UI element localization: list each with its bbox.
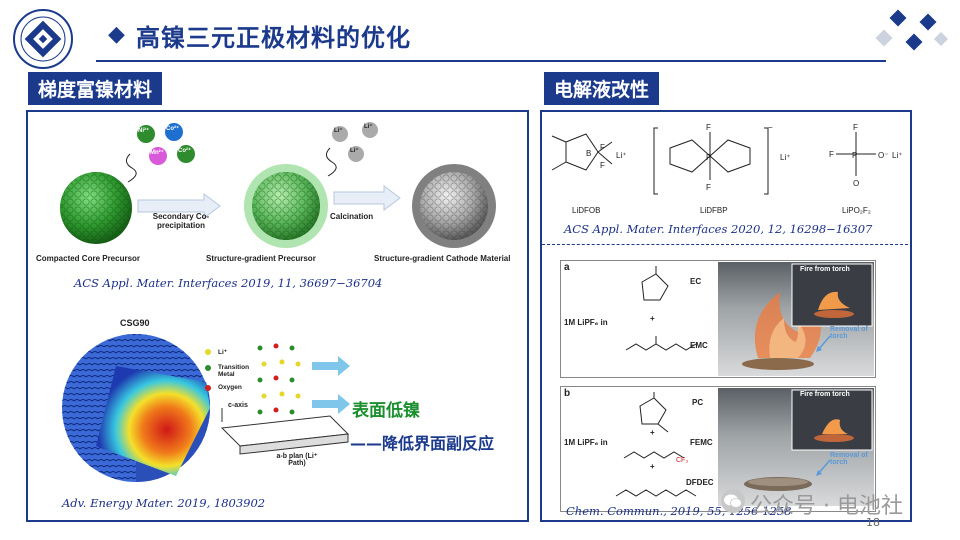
lidfob-structure (551, 133, 613, 171)
li-label-1: Li⁺ (334, 128, 343, 134)
caption-core-precursor: Compacted Core Precursor (36, 254, 141, 263)
svg-text:CF₃: CF₃ (676, 457, 688, 464)
li-ion-3 (348, 146, 364, 162)
svg-text:−: − (768, 123, 773, 132)
li-ion (332, 126, 348, 142)
salt-name-lidfob: LiDFOB (572, 206, 601, 215)
lattice-diagram (205, 343, 350, 455)
svg-text:Li⁺: Li⁺ (892, 151, 902, 160)
panel-b-removal-label: Removal of torch (830, 452, 868, 466)
panel-b-plus-2: + (650, 462, 655, 471)
li-ion-2 (362, 122, 378, 138)
mn-ion (149, 147, 167, 165)
page-number: 18 (866, 516, 880, 529)
svg-text:F: F (706, 123, 711, 132)
li-label-3: Li⁺ (350, 148, 359, 154)
panel-a-structures (625, 266, 697, 351)
panel-b-salt-label: 1M LiPF₆ in (564, 438, 608, 447)
left-section-label: 梯度富镍材料 (28, 72, 163, 105)
salt-structures: F F B Li⁺ F F P − Li⁺ F O F P O⁻ Li⁺ (551, 123, 902, 195)
watermark-text: 公众号 · 电池社 (750, 494, 903, 519)
legend-li: Li⁺ (218, 349, 228, 356)
panel-b-plus-1: + (650, 428, 655, 437)
panel-a-solvent-ec: EC (690, 277, 702, 286)
svg-text:P: P (852, 151, 857, 160)
svg-text:F: F (853, 123, 858, 132)
svg-text:Li⁺: Li⁺ (616, 151, 626, 160)
panel-b-structures: CF₃ (615, 392, 697, 497)
co-ion-2 (177, 145, 195, 163)
right-section-label: 电解液改性 (544, 72, 660, 105)
salt-name-lidfbp: LiDFBP (700, 206, 728, 215)
section-divider (542, 244, 908, 245)
ni-ion (137, 125, 155, 143)
salt-name-lipo2f2: LiPO₂F₂ (842, 206, 871, 215)
reference-top-right: ACS Appl. Mater. Interfaces 2020, 12, 16… (564, 222, 873, 236)
ion-label-ni: Ni²⁺ (138, 128, 150, 134)
svg-text:O: O (853, 179, 859, 188)
svg-text:F: F (600, 143, 605, 152)
ion-label-co-2: Co²⁺ (178, 148, 192, 154)
panel-a-tag: a (564, 262, 570, 273)
svg-text:F: F (600, 161, 605, 170)
process-arrow-1 (137, 193, 221, 219)
li-label-2: Li⁺ (364, 124, 373, 130)
lipo2f2-structure (836, 132, 876, 176)
step-label-calcination: Calcination (330, 212, 374, 221)
title-diamond-icon: ◆ (108, 22, 125, 47)
panel-a-solvent-emc: EMC (690, 341, 708, 350)
reduce-side-reaction-text: ——降低界面副反应 (350, 434, 495, 453)
svg-text:F: F (829, 150, 834, 159)
corner-decoration (875, 9, 949, 51)
svg-text:B: B (586, 149, 591, 158)
svg-text:Li⁺: Li⁺ (780, 153, 790, 162)
caption-gradient-precursor: Structure-gradient Precursor (206, 254, 316, 263)
panel-b-solvent-femc: FEMC (690, 438, 713, 447)
panel-a-inset-label: Fire from torch (800, 266, 850, 273)
title-underline (96, 60, 886, 62)
ion-label-mn: Mn²⁺ (150, 150, 164, 156)
c-axis-label: c-axis (228, 402, 248, 409)
svg-text:O⁻: O⁻ (878, 151, 888, 160)
caption-cathode-material: Structure-gradient Cathode Material (374, 254, 511, 263)
university-logo (13, 9, 73, 69)
panel-a-salt-label: 1M LiPF₆ in (564, 318, 608, 327)
co-ion (165, 123, 183, 141)
gradient-synthesis-figure (60, 122, 496, 248)
ion-label-co: Co²⁺ (166, 126, 180, 132)
svg-text:F: F (706, 183, 711, 192)
panel-b-dish (744, 389, 873, 491)
panel-a-flame (742, 263, 873, 370)
surface-low-ni-text: 表面低镍 (352, 401, 420, 421)
legend-oxygen: Oxygen (218, 384, 242, 391)
step-label-coprecipitation: Secondary Co-precipitation (152, 212, 210, 230)
particle-label: CSG90 (120, 318, 150, 328)
panel-a-removal-label: Removal of torch (830, 326, 868, 340)
panel-b-inset-label: Fire from torch (800, 391, 850, 398)
legend-transition-metal: Transition Metal (218, 364, 250, 378)
csg90-particle-image (62, 334, 211, 482)
panel-b-solvent-pc: PC (692, 398, 704, 407)
panel-a-plus: + (650, 314, 655, 323)
panel-b-solvent-dfdec: DFDEC (686, 478, 714, 487)
panel-b-tag: b (564, 388, 571, 399)
reference-bottom-left: Adv. Energy Mater. 2019, 1803902 (62, 496, 266, 510)
ab-plane-label: a-b plan (Li⁺ Path) (276, 453, 318, 467)
wechat-icon (721, 489, 745, 513)
lidfbp-structure (653, 127, 769, 195)
svg-text:P: P (706, 153, 711, 162)
slide-title: 高镍三元正极材料的优化 (136, 24, 411, 52)
reference-top-left: ACS Appl. Mater. Interfaces 2019, 11, 36… (74, 276, 383, 290)
process-arrow-2 (333, 185, 401, 211)
highlight-arrows (312, 356, 350, 414)
